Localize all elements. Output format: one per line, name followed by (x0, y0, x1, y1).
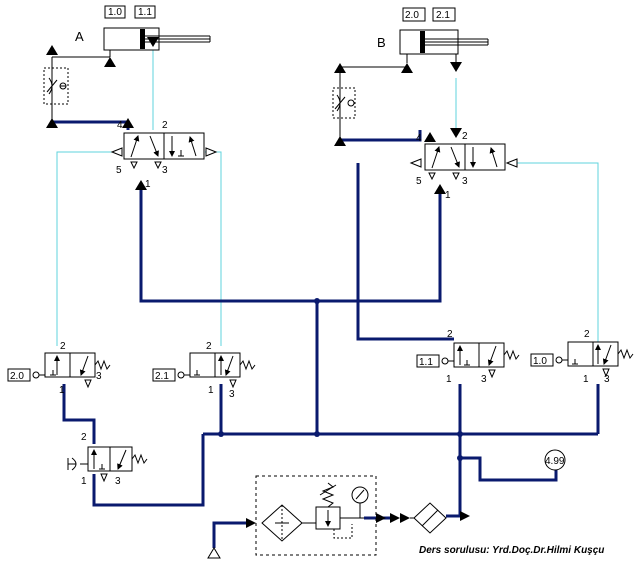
cylinder-a-label-right: 1.1 (138, 7, 152, 18)
compressor-source (207, 547, 221, 559)
flow-control-b (332, 63, 356, 146)
valve-4-2-a (110, 118, 218, 190)
start-valve-port-3: 3 (115, 476, 121, 487)
limit-valve-1-1 (416, 342, 520, 379)
start-valve (67, 446, 148, 483)
limit-2-1-tag: 2.1 (155, 371, 169, 382)
limit-valve-1-0 (530, 341, 634, 378)
cylinder-b-label-left: 2.0 (405, 10, 419, 21)
limit-1-0-port-2: 2 (584, 329, 590, 340)
valve-a-port-3: 3 (162, 165, 168, 176)
valve-a-port-2: 2 (162, 120, 168, 131)
cylinder-a-label-left: 1.0 (108, 7, 122, 18)
limit-2-0-tag: 2.0 (10, 371, 24, 382)
valve-a-port-1: 1 (145, 179, 151, 190)
limit-1-1-port-2: 2 (447, 329, 453, 340)
limit-valve-2-1 (152, 352, 256, 389)
limit-1-1-tag: 1.1 (419, 357, 433, 368)
cylinder-a (52, 5, 211, 67)
pressure-gauge (544, 449, 566, 471)
valve-a-port-4: 4 (117, 120, 123, 131)
valve-b-port-2: 2 (462, 131, 468, 142)
limit-1-1-port-1: 1 (446, 374, 452, 385)
flow-control-a (43, 45, 69, 128)
group-b-label: B (377, 35, 386, 50)
credit-text: Ders sorulusu: Yrd.Doç.Dr.Hilmi Kuşçu (419, 545, 605, 556)
valve-b-port-3: 3 (462, 176, 468, 187)
limit-2-1-port-2: 2 (206, 341, 212, 352)
pressure-lines (52, 120, 600, 548)
limit-1-0-port-3: 3 (604, 374, 610, 385)
limit-1-1-port-3: 3 (481, 374, 487, 385)
valve-b-port-4: 4 (416, 133, 422, 144)
valve-4-2-b (409, 128, 518, 194)
start-valve-port-2: 2 (81, 432, 87, 443)
valve-b-port-1: 1 (445, 190, 451, 201)
valve-b-port-5: 5 (416, 176, 422, 187)
limit-1-0-tag: 1.0 (533, 356, 547, 367)
air-service-unit (246, 475, 470, 556)
valve-a-port-5: 5 (116, 165, 122, 176)
limit-valve-2-0 (7, 352, 111, 389)
limit-2-0-port-1: 1 (59, 385, 65, 396)
limit-1-0-port-1: 1 (583, 374, 589, 385)
group-a-label: A (75, 29, 84, 44)
cylinder-b-label-right: 2.1 (436, 10, 450, 21)
junction-dots (218, 298, 463, 461)
limit-2-1-port-1: 1 (208, 385, 214, 396)
limit-2-0-port-3: 3 (96, 371, 102, 382)
pressure-gauge-value: 4.99 (545, 456, 565, 467)
limit-2-0-port-2: 2 (60, 341, 66, 352)
limit-2-1-port-3: 3 (229, 389, 235, 400)
cylinder-b (340, 7, 489, 73)
start-valve-port-1: 1 (81, 476, 87, 487)
